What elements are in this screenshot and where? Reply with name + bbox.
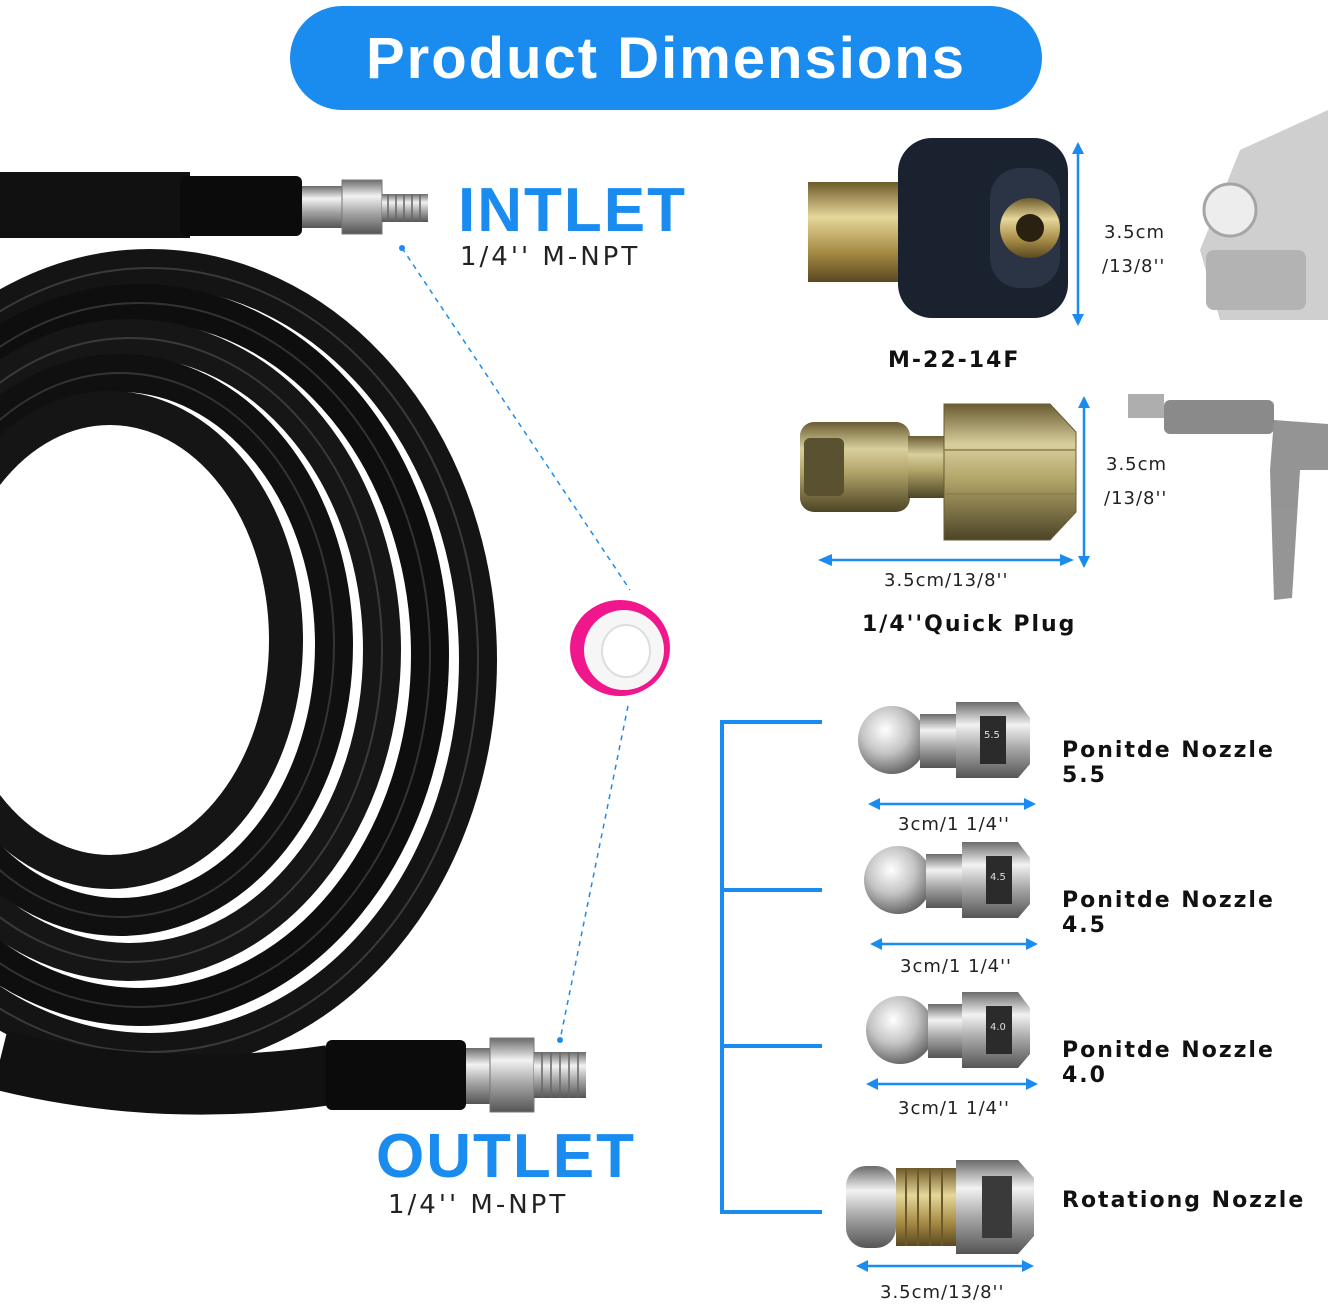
nozzle-4-0-width: 3cm/1 1/4'' [898,1098,1010,1119]
quick-plug-height-in: /13/8'' [1104,488,1168,509]
hose-coil [0,172,497,1115]
spray-gun-image [1128,394,1328,600]
m22-name: M-22-14F [888,348,1021,373]
nozzle-4-5-name: Ponitde Nozzle 4.5 [1062,888,1275,938]
nozzle-4-0-name: Ponitde Nozzle 4.0 [1062,1038,1275,1088]
quick-plug-width: 3.5cm/13/8'' [884,570,1009,591]
inlet-label: INTLET [458,176,687,245]
nozzle-5-5-width: 3cm/1 1/4'' [898,814,1010,835]
nozzle-4-0-image [866,992,1030,1068]
pressure-washer-image [1200,110,1328,320]
nozzle-4-5-width: 3cm/1 1/4'' [900,956,1012,977]
rotating-nozzle-name: Rotationg Nozzle [1062,1188,1306,1213]
nozzle-5-5-name: Ponitde Nozzle 5.5 [1062,738,1275,788]
quick-plug-name: 1/4''Quick Plug [862,612,1077,637]
m22-adapter-image [808,138,1068,318]
nozzle-4-5-image [864,842,1030,918]
rotating-nozzle-image [846,1160,1034,1254]
quick-plug-image [800,403,1077,541]
inlet-spec: 1/4'' M-NPT [460,242,641,272]
nozzle-bracket [720,720,822,1214]
outlet-fitting [466,1037,586,1113]
outlet-spec: 1/4'' M-NPT [388,1190,569,1220]
nozzle-4-0-mark: 4.0 [990,1022,1006,1033]
inlet-fitting [302,179,428,235]
outlet-label: OUTLET [376,1122,636,1191]
title-banner: Product Dimensions [290,6,1042,110]
page-title: Product Dimensions [366,25,966,91]
m22-height-in: /13/8'' [1102,256,1166,277]
nozzle-5-5-mark: 5.5 [984,730,1000,741]
nozzle-4-5-mark: 4.5 [990,872,1006,883]
m22-height-cm: 3.5cm [1104,222,1166,243]
teflon-tape [570,600,670,696]
rotating-nozzle-width: 3.5cm/13/8'' [880,1282,1005,1303]
quick-plug-height-cm: 3.5cm [1106,454,1168,475]
nozzle-5-5-image [858,702,1030,778]
